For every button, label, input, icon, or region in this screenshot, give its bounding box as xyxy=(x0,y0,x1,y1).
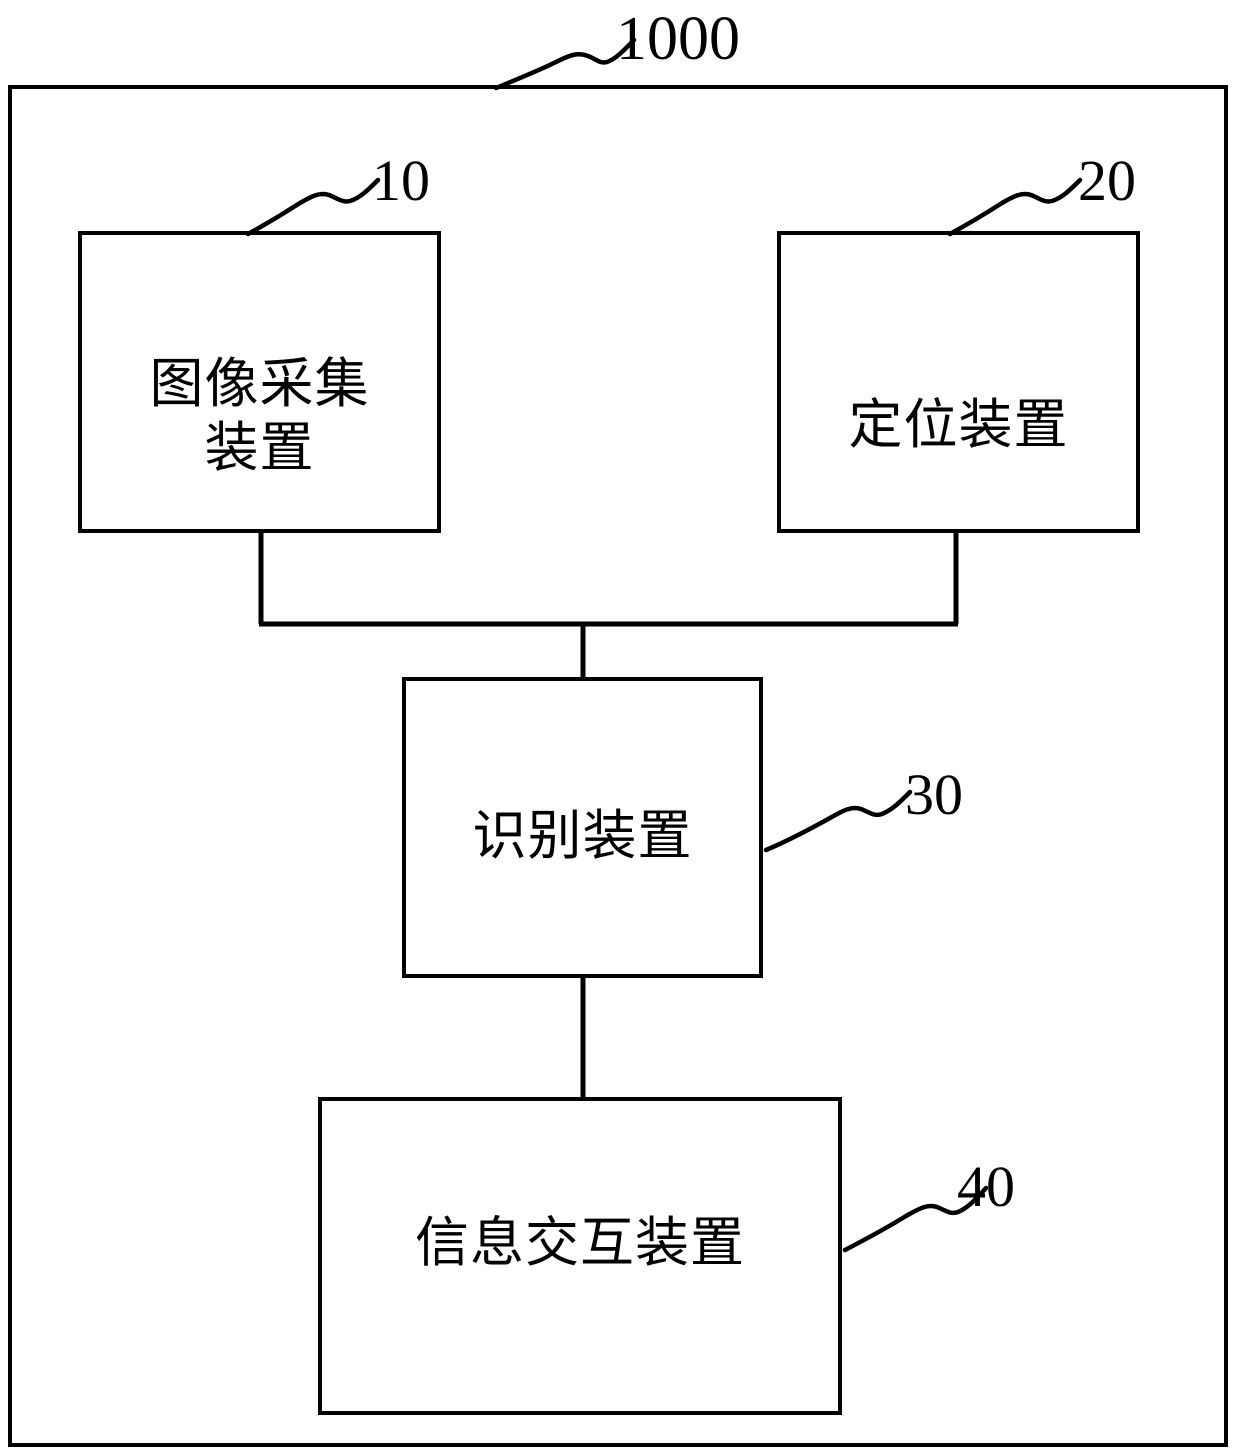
leader-line-40 xyxy=(842,1185,989,1253)
leader-line-30 xyxy=(763,789,913,853)
block-recognition[interactable]: 识别装置 xyxy=(402,677,763,978)
block-positioning[interactable]: 定位装置 xyxy=(777,231,1140,533)
reference-numeral-30: 30 xyxy=(905,762,963,827)
block-info-interaction[interactable]: 信息交互装置 xyxy=(318,1097,842,1415)
leader-line-1000 xyxy=(493,37,637,91)
reference-numeral-20: 20 xyxy=(1078,148,1136,213)
leader-line-20 xyxy=(947,177,1083,237)
reference-numeral-10: 10 xyxy=(372,148,430,213)
block-recognition-label: 识别装置 xyxy=(472,803,693,867)
block-info-interaction-label: 信息交互装置 xyxy=(415,1211,745,1275)
block-image-capture[interactable]: 图像采集 装置 xyxy=(78,231,441,533)
leader-line-10 xyxy=(245,177,381,237)
block-image-capture-label: 图像采集 装置 xyxy=(149,352,370,479)
reference-numeral-40: 40 xyxy=(957,1154,1015,1219)
reference-numeral-1000: 1000 xyxy=(616,5,740,73)
block-positioning-label: 定位装置 xyxy=(848,393,1069,457)
system-frame-1000 xyxy=(8,85,1228,1447)
